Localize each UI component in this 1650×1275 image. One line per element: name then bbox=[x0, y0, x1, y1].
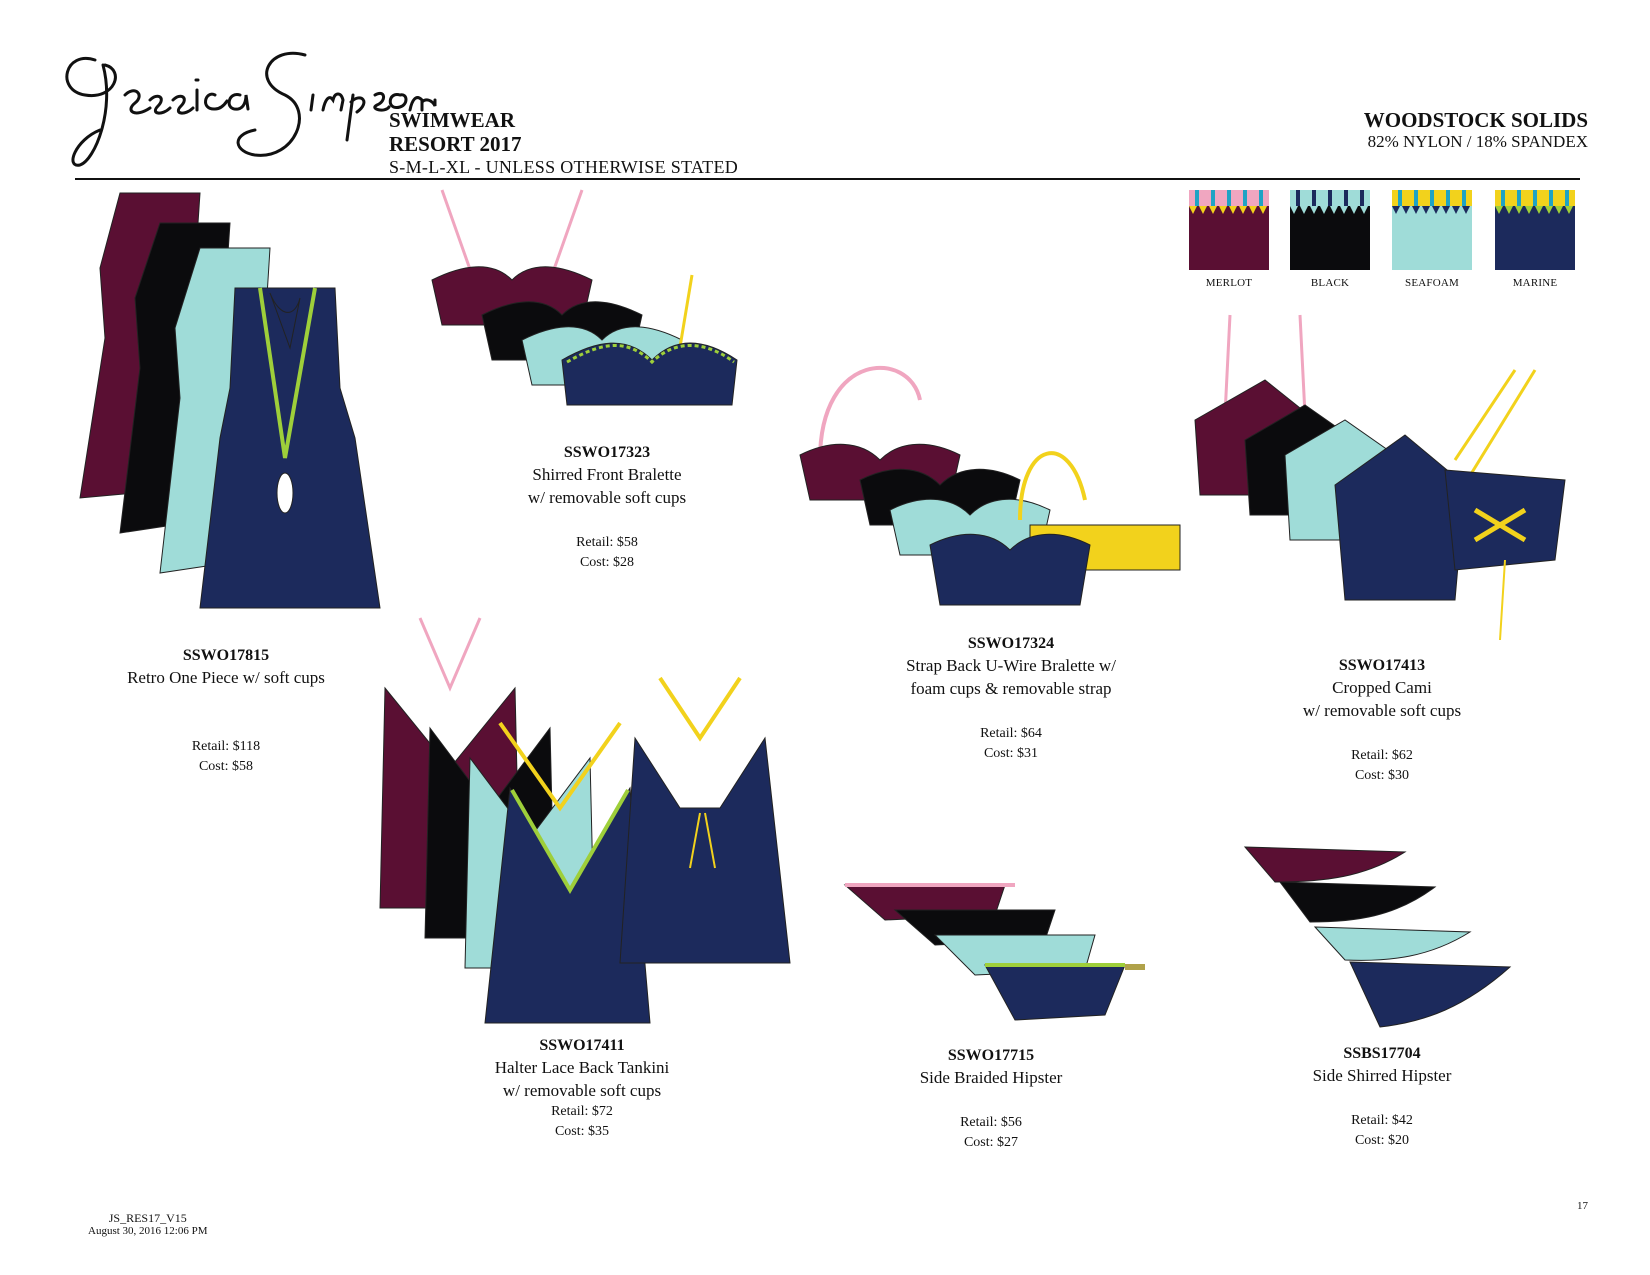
product-cost: Cost: $30 bbox=[1354, 768, 1410, 783]
swatch-black: BLACK bbox=[1290, 190, 1380, 289]
swatch-label-black: BLACK bbox=[1310, 277, 1350, 289]
product-name-line-2: w/ removable soft cups bbox=[1302, 701, 1462, 720]
product-cost: Cost: $28 bbox=[579, 555, 635, 570]
product-code: SSWO17815 bbox=[182, 647, 270, 664]
cropped-cami-illustration bbox=[1194, 314, 1566, 641]
swatch-merlot: MERLOT bbox=[1189, 190, 1279, 289]
collection-title: WOODSTOCK SOLIDS bbox=[1363, 108, 1588, 132]
product-block-ssbs17704: SSBS17704 Side Shirred Hipster Retail: $… bbox=[1222, 1043, 1542, 1151]
product-cost: Cost: $27 bbox=[963, 1135, 1019, 1150]
product-block-ssw017815: SSWO17815 Retro One Piece w/ soft cups R… bbox=[66, 645, 386, 777]
swatch-label-marine: MARINE bbox=[1512, 277, 1558, 289]
product-cost: Cost: $58 bbox=[198, 759, 254, 774]
halter-lace-back-tankini-illustration bbox=[379, 617, 791, 1024]
product-name-line-2: foam cups & removable strap bbox=[910, 679, 1112, 698]
product-cost: Cost: $31 bbox=[983, 746, 1039, 761]
product-code: SSWO17324 bbox=[967, 635, 1055, 652]
product-name-line-2: w/ removable soft cups bbox=[527, 488, 687, 507]
swatch-label-seafoam: SEAFOAM bbox=[1405, 277, 1459, 289]
u-wire-bralette-illustration bbox=[799, 366, 1181, 606]
product-name-line-1: Strap Back U-Wire Bralette w/ bbox=[906, 656, 1116, 675]
swatch-marine: MARINE bbox=[1495, 190, 1585, 289]
product-block-ssw017323: SSWO17323 Shirred Front Bralette w/ remo… bbox=[447, 442, 767, 573]
product-retail: Retail: $42 bbox=[1351, 1113, 1413, 1128]
season-title: RESORT 2017 bbox=[389, 132, 522, 156]
jessica-simpson-logo bbox=[65, 51, 437, 167]
product-block-ssw017411: SSWO17411 Halter Lace Back Tankini w/ re… bbox=[422, 1035, 742, 1142]
product-name-line-1: Side Shirred Hipster bbox=[1312, 1066, 1452, 1085]
header-right: WOODSTOCK SOLIDS 82% NYLON / 18% SPANDEX bbox=[1364, 108, 1588, 152]
product-name-line-1: Cropped Cami bbox=[1332, 678, 1432, 697]
product-code: SSWO17323 bbox=[563, 444, 651, 461]
product-name-line-2: w/ removable soft cups bbox=[502, 1081, 662, 1100]
file-id: JS_RES17_V15 bbox=[108, 1211, 187, 1225]
black-swatch-graphic bbox=[1290, 190, 1370, 270]
footer-file-info: JS_RES17_V15 August 30, 2016 12:06 PM bbox=[88, 1212, 208, 1238]
product-retail: Retail: $64 bbox=[980, 726, 1042, 741]
product-code: SSBS17704 bbox=[1343, 1045, 1421, 1062]
seafoam-swatch-graphic bbox=[1392, 190, 1472, 270]
header-left: SWIMWEAR RESORT 2017 S-M-L-XL - UNLESS O… bbox=[389, 108, 738, 178]
marine-swatch-graphic bbox=[1495, 190, 1575, 270]
swatch-label-merlot: MERLOT bbox=[1205, 277, 1253, 289]
product-retail: Retail: $62 bbox=[1351, 748, 1413, 763]
header-divider bbox=[75, 178, 1580, 180]
side-braided-hipster-illustration bbox=[843, 883, 1145, 1021]
shirred-front-bralette-illustration bbox=[431, 189, 738, 406]
product-block-ssw017324: SSWO17324 Strap Back U-Wire Bralette w/ … bbox=[851, 633, 1171, 764]
retro-one-piece-illustration bbox=[79, 192, 381, 609]
product-code: SSWO17715 bbox=[947, 1047, 1035, 1064]
product-retail: Retail: $56 bbox=[960, 1115, 1022, 1130]
product-name-line-1: Shirred Front Bralette bbox=[532, 465, 682, 484]
swatch-seafoam: SEAFOAM bbox=[1392, 190, 1482, 289]
merlot-swatch-graphic bbox=[1189, 190, 1269, 270]
product-code: SSWO17411 bbox=[539, 1037, 625, 1054]
product-cost: Cost: $35 bbox=[554, 1124, 610, 1139]
category-title: SWIMWEAR bbox=[389, 108, 516, 132]
size-note: S-M-L-XL - UNLESS OTHERWISE STATED bbox=[389, 157, 739, 177]
file-date: August 30, 2016 12:06 PM bbox=[88, 1225, 208, 1237]
fabric-content: 82% NYLON / 18% SPANDEX bbox=[1367, 132, 1588, 151]
product-retail: Retail: $72 bbox=[551, 1104, 613, 1119]
product-cost: Cost: $20 bbox=[1354, 1133, 1410, 1148]
product-name-line-1: Side Braided Hipster bbox=[919, 1068, 1063, 1087]
page-number: 17 bbox=[1577, 1200, 1588, 1212]
side-shirred-hipster-illustration bbox=[1243, 846, 1512, 1028]
product-name-line-1: Retro One Piece w/ soft cups bbox=[127, 668, 325, 687]
product-block-ssw017413: SSWO17413 Cropped Cami w/ removable soft… bbox=[1222, 655, 1542, 786]
product-block-ssw017715: SSWO17715 Side Braided Hipster Retail: $… bbox=[831, 1045, 1151, 1153]
product-code: SSWO17413 bbox=[1338, 657, 1426, 674]
product-name-line-1: Halter Lace Back Tankini bbox=[494, 1058, 670, 1077]
product-retail: Retail: $118 bbox=[191, 739, 261, 754]
product-retail: Retail: $58 bbox=[576, 535, 638, 550]
